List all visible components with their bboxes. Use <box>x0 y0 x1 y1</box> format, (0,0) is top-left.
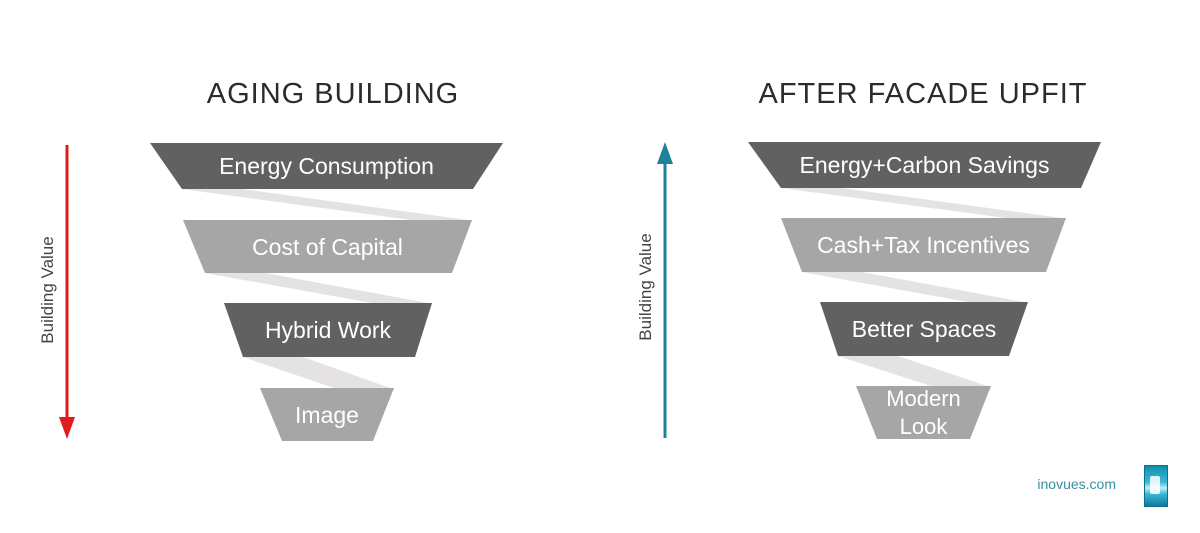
left-axis-label: Building Value <box>38 236 57 344</box>
right-tier-label-4: Modern Look <box>886 385 961 439</box>
left-tier-label-3: Hybrid Work <box>264 317 392 343</box>
right-tier-label-1: Energy+Carbon Savings <box>799 152 1050 178</box>
left-title: AGING BUILDING <box>206 78 460 110</box>
right-tier-3 <box>820 302 1028 356</box>
right-connector-1 <box>781 188 1062 218</box>
right-tier-4 <box>856 386 991 439</box>
brand-url[interactable]: inovues.com <box>1037 476 1116 492</box>
right-tier-label-3: Better Spaces <box>851 316 997 342</box>
left-connector-1 <box>182 189 468 220</box>
right-tier-label-2: Cash+Tax Incentives <box>817 232 1030 258</box>
right-tier-2 <box>781 218 1066 272</box>
left-connector-2 <box>205 273 428 303</box>
left-tier-label-4: Image <box>295 401 359 428</box>
left-tier-2 <box>183 220 472 273</box>
left-tier-1 <box>150 143 503 189</box>
left-tier-4 <box>260 388 394 441</box>
left-tier-label-2: Cost of Capital <box>252 233 403 260</box>
left-tier-3 <box>224 303 432 357</box>
left-value-arrow-head <box>59 417 75 439</box>
right-value-arrow-head <box>657 142 673 164</box>
right-connector-2 <box>802 272 1024 302</box>
window-logo-icon <box>1144 465 1168 507</box>
left-tier-label-1: Energy Consumption <box>219 153 434 179</box>
left-connector-3 <box>243 357 390 388</box>
right-connector-3 <box>838 356 987 386</box>
right-axis-label: Building Value <box>636 233 655 341</box>
right-tier-1 <box>748 142 1101 188</box>
right-title: AFTER FACADE UPFIT <box>758 78 1088 110</box>
